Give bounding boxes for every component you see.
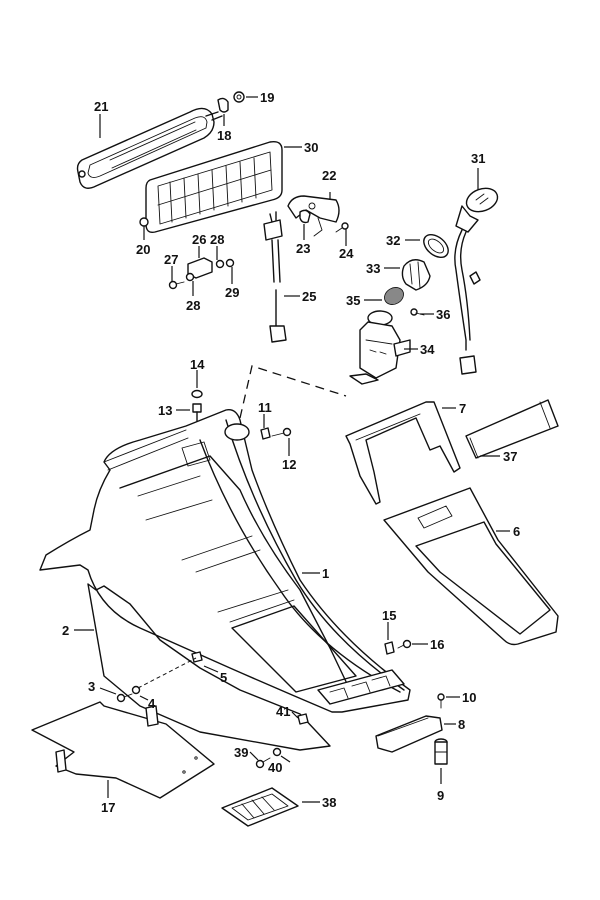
- dashed-fastener-line: [137, 657, 197, 689]
- callout-6: 6: [513, 524, 520, 539]
- callout-18: 18: [217, 128, 231, 143]
- part-21-vent-frame: [76, 107, 223, 189]
- part-40-washer: [272, 747, 282, 757]
- callout-35: 35: [346, 293, 360, 308]
- dashed-reference-line: [239, 365, 347, 419]
- callout-labels: 21 18 19 30 20 26 28 27 28 29 25 22 23 2…: [62, 90, 520, 815]
- part-23-lamp-holder: [299, 209, 323, 237]
- part-24-screw: [335, 222, 349, 233]
- part-32-ring: [423, 233, 449, 259]
- callout-14: 14: [190, 357, 205, 372]
- part-30-air-vent: [145, 140, 283, 234]
- callout-29: 29: [225, 285, 239, 300]
- part-33-knob: [401, 259, 431, 291]
- part-29-nut: [225, 258, 235, 268]
- callout-13: 13: [158, 403, 172, 418]
- part-37-trim-strip: [465, 399, 559, 459]
- callout-38: 38: [322, 795, 336, 810]
- leader-lines: [74, 96, 510, 803]
- part-27-screw: [168, 280, 185, 290]
- callout-16: 16: [430, 637, 444, 652]
- callout-8: 8: [458, 717, 465, 732]
- part-35-bulb-cover: [384, 287, 404, 305]
- callout-30: 30: [304, 140, 318, 155]
- part-20-screw: [139, 217, 149, 227]
- part-3-screw: [116, 693, 133, 703]
- callout-2: 2: [62, 623, 69, 638]
- callout-33: 33: [366, 261, 380, 276]
- callout-32: 32: [386, 233, 400, 248]
- part-19-bushing: [233, 91, 245, 103]
- part-14-nut: [191, 389, 203, 399]
- part-28-washer: [185, 259, 225, 282]
- part-9-lighter: [434, 738, 448, 765]
- callout-7: 7: [459, 401, 466, 416]
- callout-24: 24: [339, 246, 354, 261]
- callout-27: 27: [164, 252, 178, 267]
- part-31-socket: [454, 187, 499, 375]
- callout-3: 3: [88, 679, 95, 694]
- callout-19: 19: [260, 90, 274, 105]
- part-5-clip-nut: [191, 651, 203, 663]
- callout-40: 40: [268, 760, 282, 775]
- callout-26: 26: [192, 232, 206, 247]
- part-16-screw: [397, 639, 412, 649]
- part-1-center-console: [39, 409, 411, 713]
- callout-4: 4: [148, 696, 156, 711]
- callout-31: 31: [471, 151, 485, 166]
- part-4-washer: [131, 685, 141, 695]
- part-7-trim-frame: [345, 401, 461, 505]
- callout-22: 22: [322, 168, 336, 183]
- callout-15: 15: [382, 608, 396, 623]
- part-18-knob: [217, 97, 229, 113]
- callout-20: 20: [136, 242, 150, 257]
- part-6-shift-trim-panel: [383, 487, 559, 646]
- part-17-bracket-plate: [31, 701, 215, 799]
- callout-21: 21: [94, 99, 108, 114]
- callout-11: 11: [258, 400, 272, 415]
- callout-25: 25: [302, 289, 316, 304]
- part-11-clip-nut: [260, 427, 271, 440]
- callout-37: 37: [503, 449, 517, 464]
- callout-34: 34: [420, 342, 435, 357]
- callout-10: 10: [462, 690, 476, 705]
- part-10-screw: [437, 693, 445, 709]
- part-22-bracket: [287, 195, 340, 223]
- callout-17: 17: [101, 800, 115, 815]
- part-39-screw: [255, 757, 271, 769]
- part-15-clip-nut: [384, 641, 395, 655]
- callout-28-top: 28: [210, 232, 224, 247]
- part-38-rear-vent: [221, 787, 299, 827]
- callout-23: 23: [296, 241, 310, 256]
- part-12-screw: [271, 427, 292, 437]
- callout-1: 1: [322, 566, 329, 581]
- part-8-ashtray: [375, 715, 443, 753]
- part-25-wiring-harness: [263, 211, 287, 343]
- callout-12: 12: [282, 457, 296, 472]
- part-41-clip-nut: [297, 713, 309, 725]
- callout-39: 39: [234, 745, 248, 760]
- part-34-switch: [349, 310, 411, 385]
- callout-9: 9: [437, 788, 444, 803]
- callout-36: 36: [436, 307, 450, 322]
- callout-5: 5: [220, 670, 227, 685]
- callout-28-bottom: 28: [186, 298, 200, 313]
- callout-41: 41: [276, 704, 290, 719]
